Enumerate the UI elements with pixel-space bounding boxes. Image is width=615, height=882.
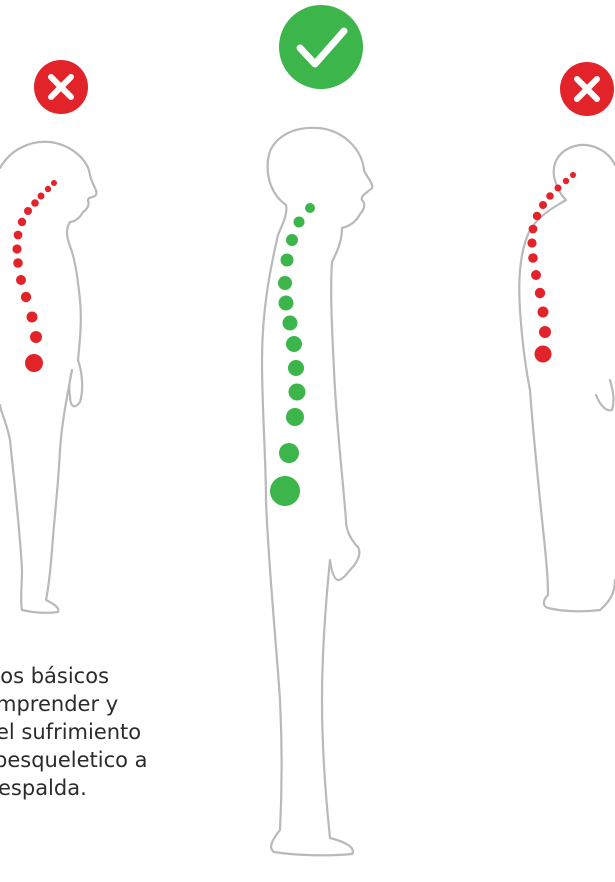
vertebra-dot <box>281 254 294 267</box>
vertebra-dot <box>25 354 43 372</box>
vertebra-dot <box>527 238 536 247</box>
vertebra-dot <box>14 231 23 240</box>
vertebra-dot <box>16 275 26 285</box>
vertebra-dot <box>539 201 547 209</box>
vertebra-dot <box>539 326 551 338</box>
caption-text: tos básicos mprender y el sufrimiento be… <box>0 662 230 802</box>
vertebra-dot <box>570 172 576 178</box>
vertebra-dot <box>13 258 23 268</box>
vertebra-dot <box>45 186 51 192</box>
badge-incorrect-left <box>34 60 88 114</box>
vertebra-dot <box>21 292 31 302</box>
vertebra-dot <box>283 316 298 331</box>
vertebra-dot <box>286 408 304 426</box>
figure-slouched <box>0 142 96 613</box>
vertebra-dot <box>24 207 32 215</box>
vertebra-dot <box>563 178 569 184</box>
caption-line: mprender y <box>0 690 230 718</box>
vertebra-dot <box>279 443 299 463</box>
vertebra-dot <box>555 185 562 192</box>
vertebra-dot <box>18 218 26 226</box>
hand-outline <box>596 380 613 410</box>
body-outline <box>0 142 96 613</box>
spine-dots-hunched <box>527 172 576 363</box>
caption-line: tos básicos <box>0 662 230 690</box>
vertebra-dot <box>286 234 298 246</box>
vertebra-dot <box>538 307 549 318</box>
vertebra-dot <box>535 288 545 298</box>
spine-dots-slouched <box>12 180 57 372</box>
vertebra-dot <box>31 199 39 207</box>
caption-line: besqueletico a <box>0 746 230 774</box>
caption-line: espalda. <box>0 774 230 802</box>
vertebra-dot <box>294 217 305 228</box>
vertebra-dot <box>279 296 294 311</box>
vertebra-dot <box>289 384 306 401</box>
vertebra-dot <box>531 270 541 280</box>
vertebra-dot <box>546 192 554 200</box>
badge-correct-center <box>279 5 363 89</box>
vertebra-dot <box>27 312 38 323</box>
badge-incorrect-right <box>560 62 614 116</box>
vertebra-dot <box>12 244 21 253</box>
vertebra-dot <box>535 346 552 363</box>
vertebra-dot <box>528 253 538 263</box>
vertebra-dot <box>51 180 57 186</box>
vertebra-dot <box>270 476 300 506</box>
vertebra-dot <box>38 193 45 200</box>
spine-dots-upright <box>270 203 315 506</box>
vertebra-dot <box>533 212 541 220</box>
vertebra-dot <box>30 331 42 343</box>
caption-line: el sufrimiento <box>0 718 230 746</box>
vertebra-dot <box>288 360 304 376</box>
vertebra-dot <box>286 336 302 352</box>
vertebra-dot <box>305 203 315 213</box>
vertebra-dot <box>278 276 292 290</box>
vertebra-dot <box>529 225 538 234</box>
